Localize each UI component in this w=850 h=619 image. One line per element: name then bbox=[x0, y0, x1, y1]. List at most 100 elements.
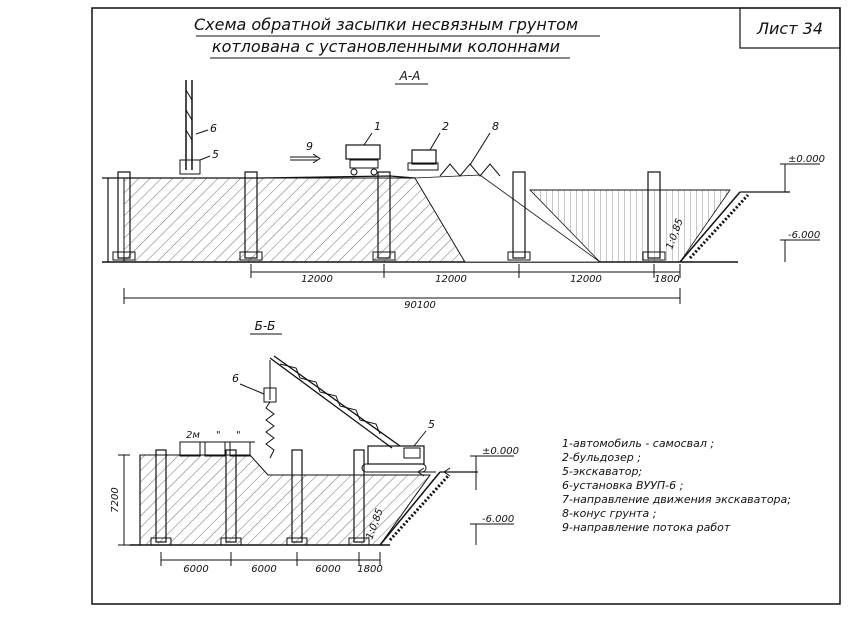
backfill-zone bbox=[123, 177, 466, 263]
dim-aa-total: 90100 bbox=[404, 300, 436, 311]
rig-brace bbox=[185, 89, 193, 101]
marker-leader bbox=[239, 383, 265, 395]
dim-bb-top-2: " bbox=[216, 430, 221, 441]
arrow-head bbox=[417, 467, 425, 477]
pit-slope bbox=[679, 191, 741, 263]
section-bb: Б-Б 1:0,85 2м " " bbox=[110, 319, 519, 575]
elev-bottom-aa: -6.000 bbox=[788, 230, 820, 241]
boom-upper bbox=[269, 357, 393, 449]
marker-6-aa: 6 bbox=[210, 122, 217, 135]
sheet-label-box bbox=[739, 7, 841, 49]
fill-layer-block bbox=[179, 441, 201, 457]
dim-bb-top-3: " bbox=[236, 430, 241, 441]
column-footing bbox=[112, 251, 136, 261]
column-footing bbox=[642, 251, 666, 261]
column-footing bbox=[286, 537, 308, 546]
vibrator-shaft bbox=[265, 401, 275, 459]
bulldozer-track bbox=[407, 162, 439, 171]
truck-chassis bbox=[349, 159, 379, 169]
section-aa-label: А-А bbox=[399, 69, 421, 83]
soil-piles bbox=[439, 163, 501, 177]
title-line-2: котлована с установленными колоннами bbox=[212, 37, 560, 56]
rig-brace bbox=[185, 129, 193, 141]
column bbox=[377, 171, 391, 259]
marker-8: 8 bbox=[492, 120, 499, 133]
rig-base bbox=[179, 159, 201, 175]
rig-brace bbox=[185, 109, 193, 121]
boom-lower bbox=[273, 355, 401, 447]
pit-slope-bb bbox=[379, 471, 441, 546]
marker-leader bbox=[363, 132, 373, 146]
elev-top-bb: ±0.000 bbox=[482, 446, 519, 457]
truck-body bbox=[345, 144, 381, 160]
dim-bb-1: 6000 bbox=[183, 564, 208, 575]
crane-excavator bbox=[269, 355, 427, 473]
columns-bb bbox=[150, 449, 370, 546]
column-footing bbox=[150, 537, 172, 546]
column bbox=[512, 171, 526, 259]
section-aa: А-А 1:0,85 bbox=[102, 69, 825, 311]
marker-6-bb: 6 bbox=[232, 372, 239, 385]
legend-item-3: 5-экскаватор; bbox=[562, 465, 642, 478]
fill-layer-block bbox=[204, 441, 226, 457]
crane-tracks bbox=[361, 463, 427, 473]
dim-aa-4: 1800 bbox=[654, 274, 679, 285]
column bbox=[117, 171, 131, 259]
bulldozer-body bbox=[411, 149, 437, 165]
marker-9: 9 bbox=[306, 140, 313, 153]
title-line-1: Схема обратной засыпки несвязным грунтом bbox=[194, 15, 578, 34]
legend-item-1: 1-автомобиль - самосвал ; bbox=[562, 437, 714, 450]
wheel bbox=[370, 168, 378, 176]
bulldozer bbox=[407, 149, 439, 171]
legend-item-5: 7-направление движения экскаватора; bbox=[562, 493, 791, 506]
column-footing bbox=[239, 251, 263, 261]
legend-item-6: 8-конус грунта ; bbox=[562, 507, 656, 520]
dim-bb-top-1: 2м bbox=[186, 430, 200, 441]
column-footing bbox=[507, 251, 531, 261]
dim-aa-3: 12000 bbox=[570, 274, 602, 285]
column-footing bbox=[348, 537, 370, 546]
column bbox=[155, 449, 167, 543]
elev-top-aa: ±0.000 bbox=[788, 154, 825, 165]
column-footing bbox=[372, 251, 396, 261]
dump-truck bbox=[345, 144, 381, 176]
arrow-head bbox=[312, 153, 321, 164]
marker-leader bbox=[199, 155, 211, 161]
dim-bb-3: 6000 bbox=[315, 564, 340, 575]
vuup-rig-aa bbox=[179, 80, 201, 175]
dim-bb-4: 1800 bbox=[357, 564, 382, 575]
column bbox=[244, 171, 258, 259]
dim-bb-2: 6000 bbox=[251, 564, 276, 575]
column bbox=[225, 449, 237, 543]
legend-item-2: 2-бульдозер ; bbox=[562, 451, 641, 464]
marker-5-aa: 5 bbox=[212, 148, 219, 161]
arrow-head bbox=[443, 467, 451, 477]
legend-item-4: 6-установка ВУУП-6 ; bbox=[562, 479, 683, 492]
sheet-label: Лист 34 bbox=[756, 19, 823, 38]
wheel bbox=[350, 168, 358, 176]
column bbox=[647, 171, 661, 259]
marker-leader bbox=[413, 430, 427, 447]
marker-5-bb: 5 bbox=[428, 418, 435, 431]
marker-1: 1 bbox=[374, 120, 381, 133]
dim-bb-height: 7200 bbox=[110, 487, 121, 512]
columns-aa bbox=[112, 171, 666, 261]
elev-bottom-bb: -6.000 bbox=[482, 514, 514, 525]
marker-leader bbox=[429, 132, 441, 151]
marker-leader bbox=[195, 129, 209, 135]
legend-item-7: 9-направление потока работ bbox=[562, 521, 731, 534]
frame-border bbox=[91, 7, 841, 605]
column-footing bbox=[220, 537, 242, 546]
legend: 1-автомобиль - самосвал ; 2-бульдозер ; … bbox=[562, 437, 791, 534]
section-bb-label: Б-Б bbox=[255, 319, 276, 333]
marker-2: 2 bbox=[442, 120, 449, 133]
boom-lattice bbox=[279, 363, 381, 435]
dim-aa-2: 12000 bbox=[435, 274, 467, 285]
crane-window bbox=[403, 447, 421, 459]
column bbox=[353, 449, 365, 543]
crane-cab bbox=[367, 445, 425, 465]
fill-layer-block bbox=[229, 441, 251, 457]
vibrator-unit bbox=[263, 387, 277, 459]
